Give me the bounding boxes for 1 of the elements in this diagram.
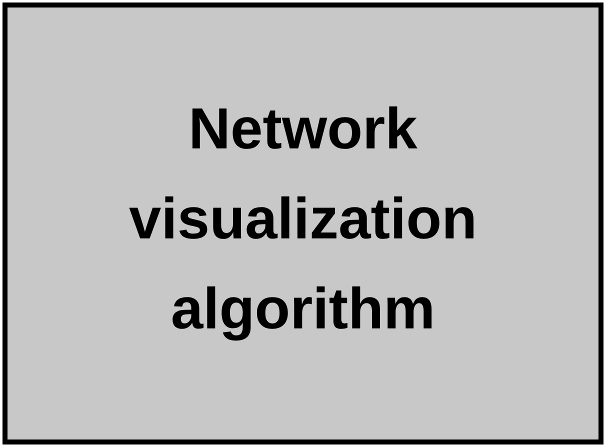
process-box: Network visualization algorithm [2, 2, 604, 444]
